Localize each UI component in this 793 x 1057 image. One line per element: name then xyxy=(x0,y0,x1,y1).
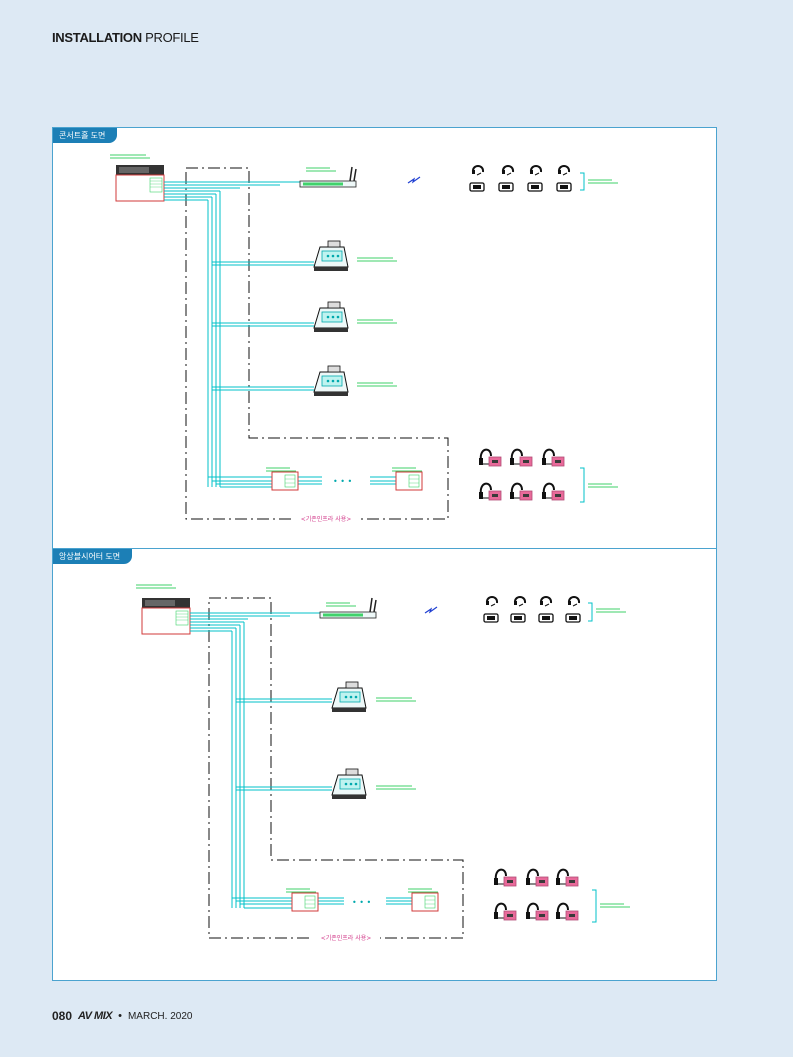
desk-station-1 xyxy=(331,681,367,713)
wired-headset-icon xyxy=(525,902,549,921)
bracket xyxy=(588,602,593,622)
matrix-caption xyxy=(109,154,151,159)
ensemble-theater-diagram: • • • <기존인프라 사용> xyxy=(135,584,631,943)
beltpack-icon xyxy=(510,613,526,623)
desk-station-3-caption xyxy=(356,382,398,387)
header-light: PROFILE xyxy=(145,30,199,45)
wireless-headset-icon xyxy=(529,165,543,176)
wireless-headset-icon xyxy=(557,165,571,176)
issue-date: MARCH. 2020 xyxy=(127,1010,193,1022)
desk-station-2-caption xyxy=(356,319,398,324)
desk-station-3 xyxy=(313,365,349,397)
wallbox-1-caption xyxy=(265,467,297,472)
base-station-caption xyxy=(305,167,337,172)
wireless-headset-icon xyxy=(513,596,527,607)
concert-hall-diagram: • • • <기존인프라 사용> xyxy=(109,154,619,524)
wireless-group-caption xyxy=(595,608,627,613)
wireless-signal-icon xyxy=(407,176,421,184)
existing-infrastructure-label: <기존인프라 사용> xyxy=(301,515,352,523)
continuation-dots: • • • xyxy=(333,477,352,486)
wired-headset-icon xyxy=(493,868,517,887)
wireless-headset-icon xyxy=(471,165,485,176)
diagram-frame xyxy=(52,127,717,981)
wireless-headset-icon xyxy=(501,165,515,176)
cable-bundle xyxy=(164,181,396,488)
room-boundary xyxy=(185,167,449,520)
section-tab-concert-hall: 콘서트홀 도면 xyxy=(53,128,118,143)
wired-headset-icon xyxy=(555,902,579,921)
bracket xyxy=(592,889,597,923)
desk-station-1 xyxy=(313,240,349,272)
desk-station-2 xyxy=(331,768,367,800)
wired-headset-icon xyxy=(509,482,533,501)
wireless-headset-icon xyxy=(567,596,581,607)
wireless-headset-icon xyxy=(539,596,553,607)
wall-interface-box-1 xyxy=(271,471,299,491)
wired-headset-icon xyxy=(478,482,502,501)
wired-group-caption xyxy=(587,483,619,488)
wired-headset-icon xyxy=(525,868,549,887)
beltpack-icon xyxy=(469,182,485,192)
wired-headset-icon xyxy=(541,448,565,467)
main-matrix-frame xyxy=(141,597,191,635)
wired-headset-icon xyxy=(541,482,565,501)
wired-headset-icon xyxy=(478,448,502,467)
magazine-logo: AV MIX xyxy=(78,1010,113,1022)
wallbox-1-caption xyxy=(285,888,317,893)
footer-separator: • xyxy=(118,1010,122,1022)
room-boundary xyxy=(208,597,464,939)
existing-label-bg xyxy=(312,933,380,943)
wallbox-2-caption xyxy=(391,467,423,472)
bracket xyxy=(580,467,585,503)
desk-station-1-caption xyxy=(375,697,417,702)
page-number: 080 xyxy=(52,1009,73,1023)
wireless-base-station xyxy=(319,597,377,619)
wireless-signal-icon xyxy=(424,606,438,614)
beltpack-icon xyxy=(565,613,581,623)
desk-station-2-caption xyxy=(375,785,417,790)
desk-station-2 xyxy=(313,301,349,333)
matrix-caption xyxy=(135,584,177,589)
wireless-headset-icon xyxy=(485,596,499,607)
beltpack-icon xyxy=(538,613,554,623)
base-station-caption xyxy=(325,602,357,607)
beltpack-icon xyxy=(498,182,514,192)
wireless-base-station xyxy=(299,166,357,188)
section-tab-ensemble-theater: 앙상블시어터 도면 xyxy=(53,549,133,564)
page-footer: 080 AV MIX • MARCH. 2020 xyxy=(52,1009,192,1023)
wired-headset-icon xyxy=(509,448,533,467)
main-matrix-frame xyxy=(115,164,165,202)
bracket xyxy=(580,172,585,191)
header-bold: INSTALLATION xyxy=(52,30,142,45)
beltpack-icon xyxy=(556,182,572,192)
wall-interface-box-2 xyxy=(411,892,439,912)
desk-station-1-caption xyxy=(356,257,398,262)
wired-headset-icon xyxy=(493,902,517,921)
wall-interface-box-1 xyxy=(291,892,319,912)
wallbox-2-caption xyxy=(407,888,439,893)
section-divider xyxy=(52,548,717,549)
existing-label-bg xyxy=(292,514,360,524)
page-header: INSTALLATION PROFILE xyxy=(52,30,199,45)
existing-infrastructure-label: <기존인프라 사용> xyxy=(321,934,372,942)
wireless-group-caption xyxy=(587,179,619,184)
wired-headset-icon xyxy=(555,868,579,887)
beltpack-icon xyxy=(527,182,543,192)
cable-bundle xyxy=(190,612,412,909)
wall-interface-box-2 xyxy=(395,471,423,491)
continuation-dots: • • • xyxy=(352,898,371,907)
beltpack-icon xyxy=(483,613,499,623)
wired-group-caption xyxy=(599,903,631,908)
